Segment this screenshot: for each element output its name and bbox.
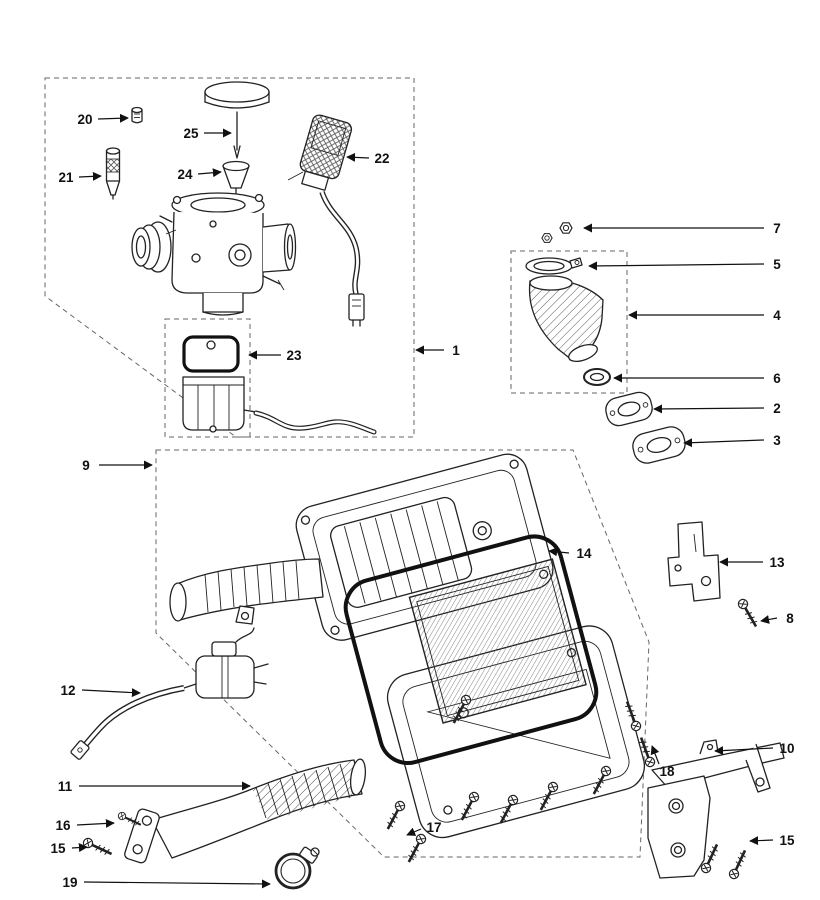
part-carburetor-assembly	[105, 81, 377, 435]
callout-number: 3	[773, 433, 781, 448]
bolt	[735, 596, 762, 631]
callout-23: 23	[248, 348, 302, 363]
callout-7: 7	[583, 221, 781, 236]
callout-15-right: 15	[749, 833, 795, 848]
callout-15-left: 15	[50, 841, 88, 856]
callout-number: 13	[769, 555, 785, 570]
nut	[541, 233, 553, 243]
screw	[382, 798, 408, 833]
leader-arrow	[76, 818, 115, 828]
leader-arrow	[749, 836, 774, 846]
leader-arrow	[78, 171, 102, 181]
callout-number: 8	[786, 611, 794, 626]
leader-arrow	[346, 152, 370, 162]
callout-number: 5	[773, 257, 781, 272]
callout-number: 4	[773, 308, 781, 323]
leader-arrow	[71, 843, 88, 853]
callout-number: 24	[177, 167, 193, 182]
part-bracket-lower	[647, 739, 785, 879]
part-fuel-valve	[70, 627, 269, 760]
callout-number: 15	[50, 841, 66, 856]
callout-number: 7	[773, 221, 781, 236]
callout-number: 2	[773, 401, 781, 416]
callout-number: 23	[286, 348, 302, 363]
leader-arrow	[653, 404, 765, 414]
leader-arrow	[81, 688, 141, 698]
part-intake-snorkel	[169, 558, 324, 625]
callout-number: 17	[426, 820, 441, 835]
screw	[403, 831, 429, 866]
intake-duct-group-box	[510, 250, 628, 394]
callout-24: 24	[177, 167, 222, 182]
callout-number: 6	[773, 371, 781, 386]
leader-arrow	[83, 879, 271, 889]
leader-arrow	[650, 745, 660, 765]
callout-number: 19	[62, 875, 77, 890]
callout-11: 11	[58, 779, 251, 794]
callout-13: 13	[719, 555, 785, 570]
callout-number: 16	[55, 818, 71, 833]
callout-number: 11	[58, 779, 73, 794]
leader-arrow	[406, 827, 422, 836]
callout-2: 2	[653, 401, 781, 416]
callout-4: 4	[628, 308, 781, 323]
callout-12: 12	[60, 683, 141, 698]
callout-10: 10	[714, 741, 795, 756]
air-cleaner-group-box	[155, 449, 650, 858]
leader-arrow	[548, 547, 570, 557]
callout-9: 9	[82, 458, 153, 473]
callout-number: 9	[82, 458, 90, 473]
part-intake-tube	[124, 758, 367, 864]
callout-22: 22	[346, 151, 390, 166]
callout-1: 1	[415, 343, 460, 358]
callout-18: 18	[650, 745, 675, 779]
callout-number: 14	[576, 546, 592, 561]
callout-19: 19	[62, 875, 271, 890]
callout-number: 1	[452, 343, 460, 358]
callout-number: 12	[60, 683, 75, 698]
part-hose-clamp	[274, 846, 320, 890]
leader-arrow	[760, 615, 778, 624]
callout-5: 5	[588, 257, 781, 272]
leader-arrow	[683, 438, 765, 448]
callout-25: 25	[183, 126, 232, 141]
part-bracket-upper	[667, 521, 721, 602]
callout-6: 6	[613, 371, 781, 386]
callout-17: 17	[406, 820, 442, 836]
callout-21: 21	[58, 170, 102, 185]
callout-14: 14	[548, 546, 592, 561]
leader-arrow	[588, 261, 765, 271]
callout-16: 16	[55, 818, 115, 833]
leader-arrow	[97, 113, 129, 123]
leader-arrow	[197, 168, 222, 178]
leader-arrow	[714, 746, 774, 756]
part-throttle-sensor	[287, 114, 365, 327]
carburetor-group-box	[44, 77, 415, 438]
part-case-seal	[343, 534, 599, 765]
callout-number: 15	[779, 833, 795, 848]
screw	[726, 847, 751, 882]
callout-number: 25	[183, 126, 199, 141]
callout-8: 8	[760, 611, 794, 626]
float-bowl-group-box	[164, 318, 251, 438]
callout-number: 18	[659, 764, 675, 779]
callout-number: 20	[77, 112, 92, 127]
callout-number: 22	[374, 151, 389, 166]
callout-3: 3	[683, 433, 781, 448]
callout-20: 20	[77, 112, 129, 127]
part-intake-duct-group	[525, 222, 686, 464]
nut	[559, 222, 573, 234]
part-filter-element	[408, 558, 587, 724]
callout-number: 10	[779, 741, 794, 756]
callout-number: 21	[58, 170, 74, 185]
